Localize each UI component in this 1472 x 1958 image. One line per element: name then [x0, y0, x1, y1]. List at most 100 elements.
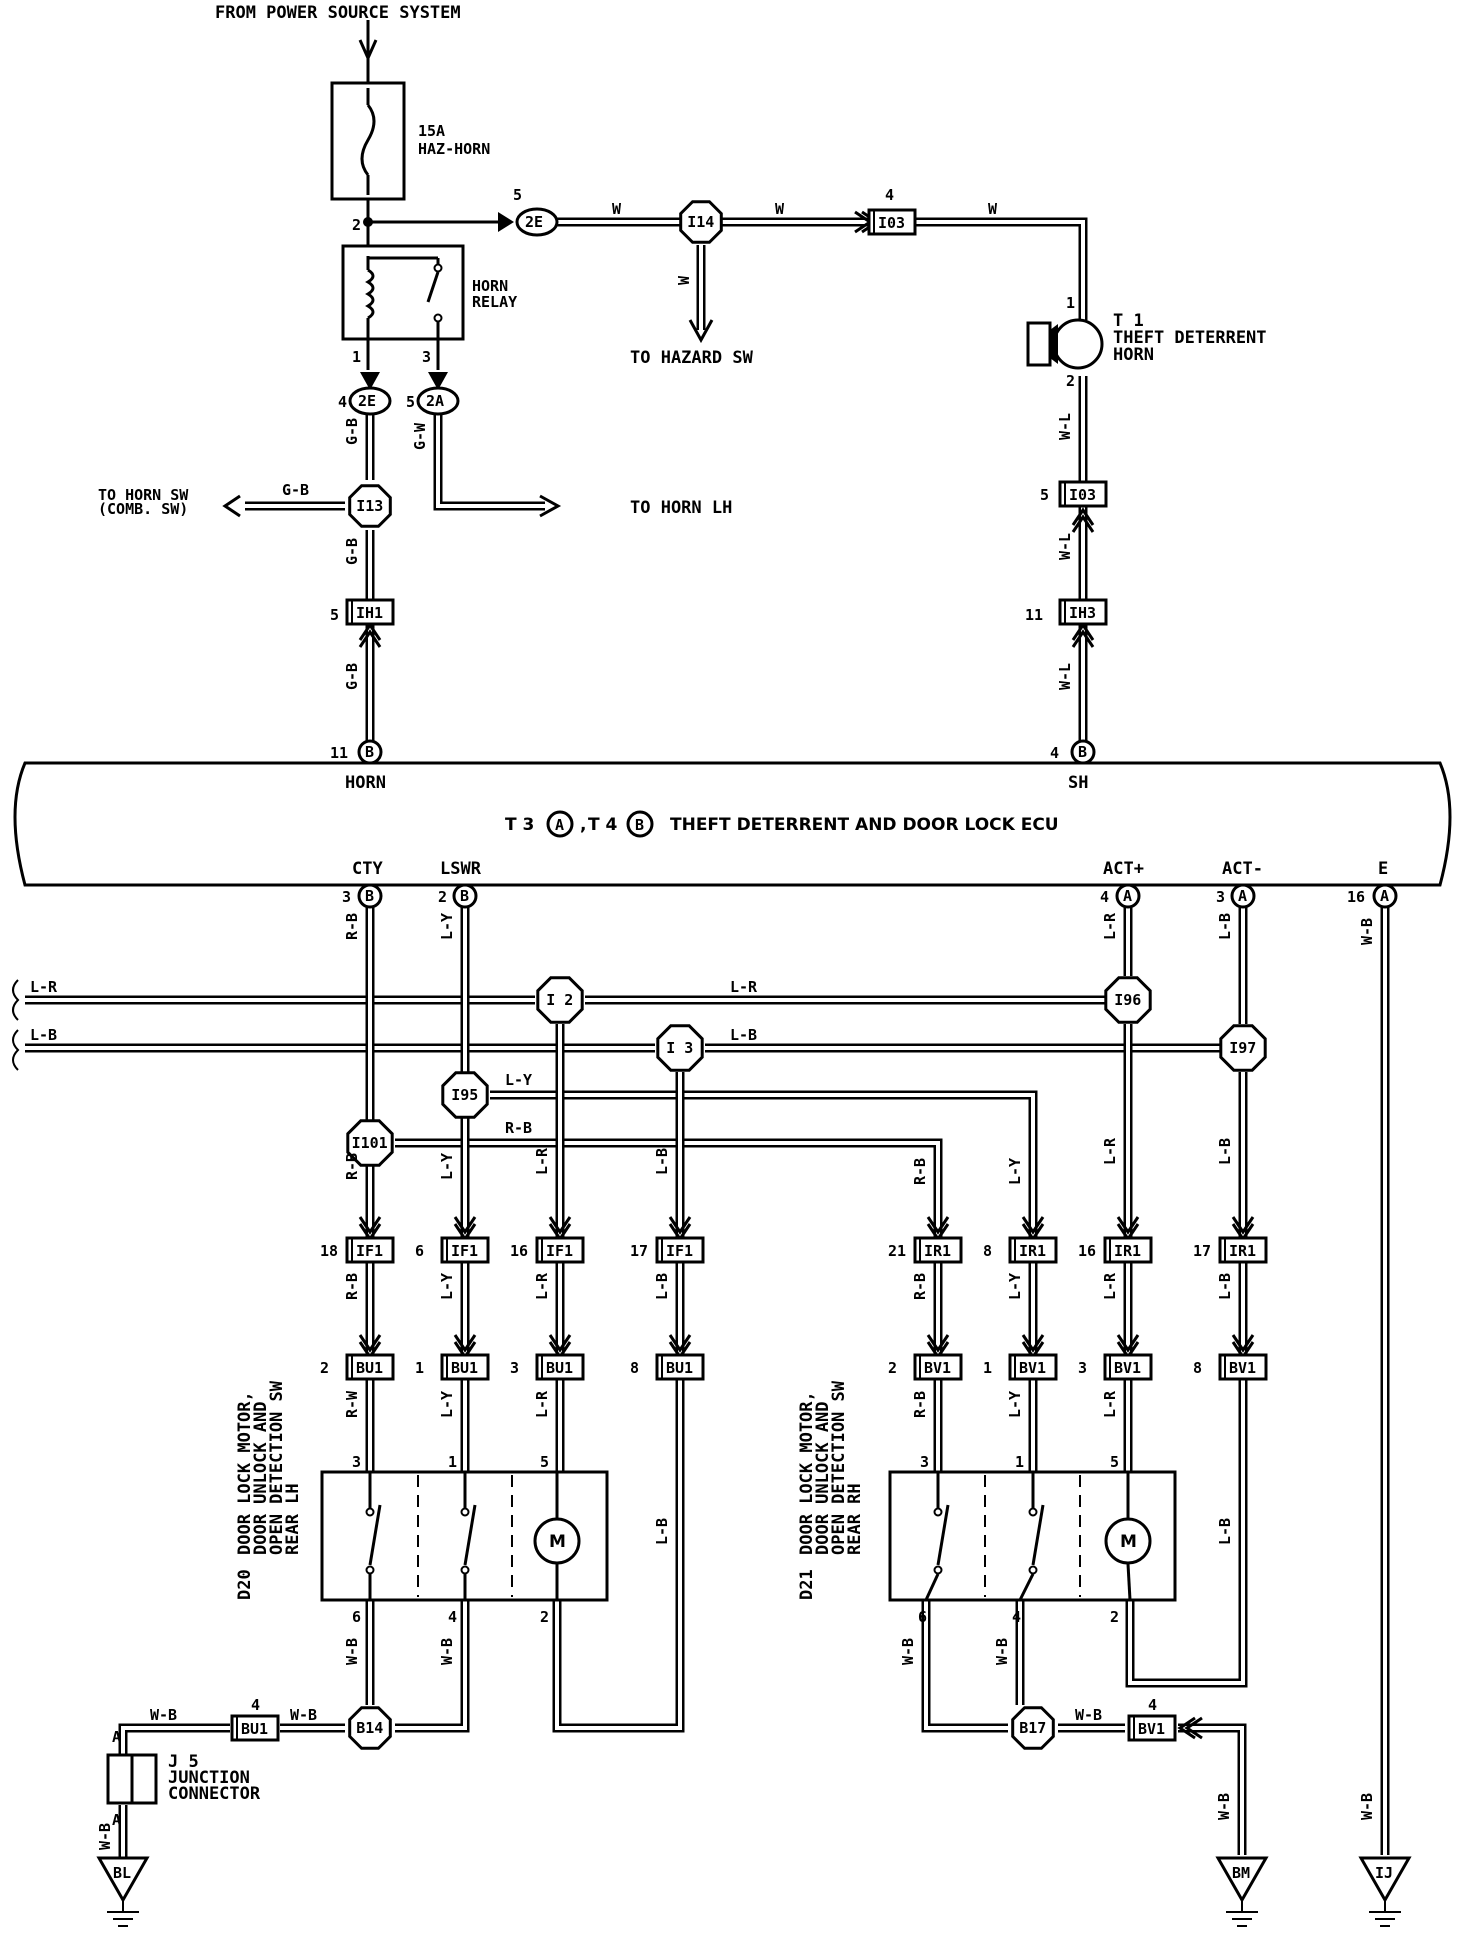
wc-wb-bu1: W-B: [290, 1706, 317, 1724]
wire-color-lb: L-B: [653, 1273, 671, 1300]
d21-label: D21 DOOR LOCK MOTOR, DOOR UNLOCK AND OPE…: [797, 1380, 865, 1600]
connector-i03: [867, 208, 917, 236]
wire-color-lb: L-B: [653, 1518, 671, 1545]
connector-label: BU1: [451, 1359, 478, 1377]
pin-b-horn: B: [365, 743, 374, 761]
svg-text:2: 2: [540, 1608, 549, 1626]
pin-b-cty: B: [365, 887, 374, 905]
svg-text:,: ,: [580, 815, 586, 835]
connector-label: BU1: [241, 1720, 268, 1738]
pin-2-lswr: 2: [438, 888, 447, 906]
term-act-plus: ACT+: [1103, 859, 1144, 879]
wire-color-rb: R-B: [343, 1273, 361, 1300]
connector-label: BU1: [666, 1359, 693, 1377]
wire-color-ly: L-Y: [1006, 1273, 1024, 1300]
junction-label: I97: [1229, 1039, 1256, 1057]
to-horn-lh: TO HORN LH: [630, 498, 732, 518]
connector-label: I03: [878, 214, 905, 232]
j5-id: J 5: [168, 1752, 199, 1772]
pin-b-lswr: B: [460, 887, 469, 905]
connector-pin: 2: [888, 1359, 897, 1377]
svg-text:2: 2: [1110, 1608, 1119, 1626]
pin-5-i03: 5: [1040, 486, 1049, 504]
junction-label: I 3: [666, 1039, 693, 1057]
wire-color-lr: L-R: [1101, 912, 1119, 940]
relay-label-1: HORN: [472, 277, 508, 295]
connector-pin: 1: [983, 1359, 992, 1377]
junction-i13: [348, 484, 392, 528]
term-lswr: LSWR: [440, 859, 482, 879]
svg-text:1: 1: [1015, 1453, 1024, 1471]
connector-label: BV1: [924, 1359, 951, 1377]
wire-color-lr: L-R: [533, 1390, 551, 1418]
pin-4-2e: 4: [338, 393, 347, 411]
to-horn-sw-1: TO HORN SW: [98, 486, 189, 504]
connector-ir1: [1008, 1236, 1058, 1264]
to-horn-sw-2: (COMB. SW): [98, 500, 188, 518]
connector-pin: 17: [630, 1242, 648, 1260]
horn-pin-2: 2: [1066, 372, 1075, 390]
d20-label: D20 DOOR LOCK MOTOR, DOOR UNLOCK AND OPE…: [235, 1380, 303, 1600]
pin-16-e: 16: [1347, 888, 1365, 906]
pin-4-act-plus: 4: [1100, 888, 1109, 906]
pin-3: 3: [422, 348, 431, 366]
wire-color-ly: L-Y: [438, 1273, 456, 1300]
connector-label: IF1: [546, 1242, 573, 1260]
connector-bv1: [1008, 1353, 1058, 1381]
d21-module: [888, 1470, 1177, 1602]
pin-4-i03: 4: [885, 186, 894, 204]
junction-i14: [679, 200, 723, 244]
wire-color-lb: L-B: [1216, 1138, 1234, 1165]
j5-name-1: JUNCTION: [168, 1768, 250, 1788]
wire-color-gb: G-B: [343, 538, 361, 565]
svg-text:D20: D20: [235, 1569, 255, 1600]
wc-wb-j5: W-B: [150, 1706, 177, 1724]
connector-label: IF1: [666, 1242, 693, 1260]
fuse-15a: [330, 81, 406, 201]
connector-bv1: [1103, 1353, 1153, 1381]
svg-text:DOOR UNLOCK AND: DOOR UNLOCK AND: [251, 1401, 271, 1555]
wire-color-lb: L-B: [1216, 1518, 1234, 1545]
connector-pin: 3: [510, 1359, 519, 1377]
connector-pin: 8: [983, 1242, 992, 1260]
pin-11-horn: 11: [330, 744, 348, 762]
arrowheads: [222, 210, 1203, 1740]
wire-color-labels: W W W G-B TO HORN LH TO HAZARD SW TO HOR…: [30, 200, 1102, 1724]
wire-color-ly: L-Y: [1006, 1158, 1024, 1185]
connector-ir1: [913, 1236, 963, 1264]
oval-connectors: [348, 207, 559, 416]
relay-label-2: RELAY: [472, 293, 517, 311]
horn-relay: [341, 244, 465, 341]
conn-2e-bottom: 2E: [358, 392, 376, 410]
connector-if1: [535, 1236, 585, 1264]
wc-gb-horn-sw: G-B: [282, 481, 309, 499]
pin-a-act-minus: A: [1238, 887, 1247, 905]
connector-label: I03: [1069, 486, 1096, 504]
connector-ih1: [345, 598, 395, 626]
ecu-t4: T 4: [588, 815, 618, 835]
svg-text:OPEN DETECTION SW: OPEN DETECTION SW: [267, 1380, 287, 1555]
ground-bm: [1215, 1856, 1269, 1904]
connector-label: IR1: [1114, 1242, 1141, 1260]
junction-i95: [441, 1071, 489, 1119]
wc-lr-mid: L-R: [730, 978, 758, 996]
j5-junction-connector: [106, 1753, 158, 1805]
ecu-pins: [357, 739, 1398, 909]
connector-label: BU1: [546, 1359, 573, 1377]
horn-name-1: THEFT DETERRENT: [1113, 328, 1267, 348]
wire-color-wl: W-L: [1056, 533, 1074, 560]
svg-text:DOOR LOCK MOTOR,: DOOR LOCK MOTOR,: [235, 1391, 255, 1555]
wire-color-gb: G-B: [343, 663, 361, 690]
wc-w-3: W: [988, 200, 998, 218]
connector-if1: [345, 1236, 395, 1264]
pin-b-sh: B: [1078, 743, 1087, 761]
connector-ir1: [1103, 1236, 1153, 1264]
horn-id: T 1: [1113, 311, 1144, 331]
wire-color-lr: L-R: [1101, 1272, 1119, 1300]
wire-color-rb: R-B: [911, 1273, 929, 1300]
wire-color-lb: L-B: [1216, 1273, 1234, 1300]
connector-pin: 18: [320, 1242, 338, 1260]
connector-label: BV1: [1019, 1359, 1046, 1377]
